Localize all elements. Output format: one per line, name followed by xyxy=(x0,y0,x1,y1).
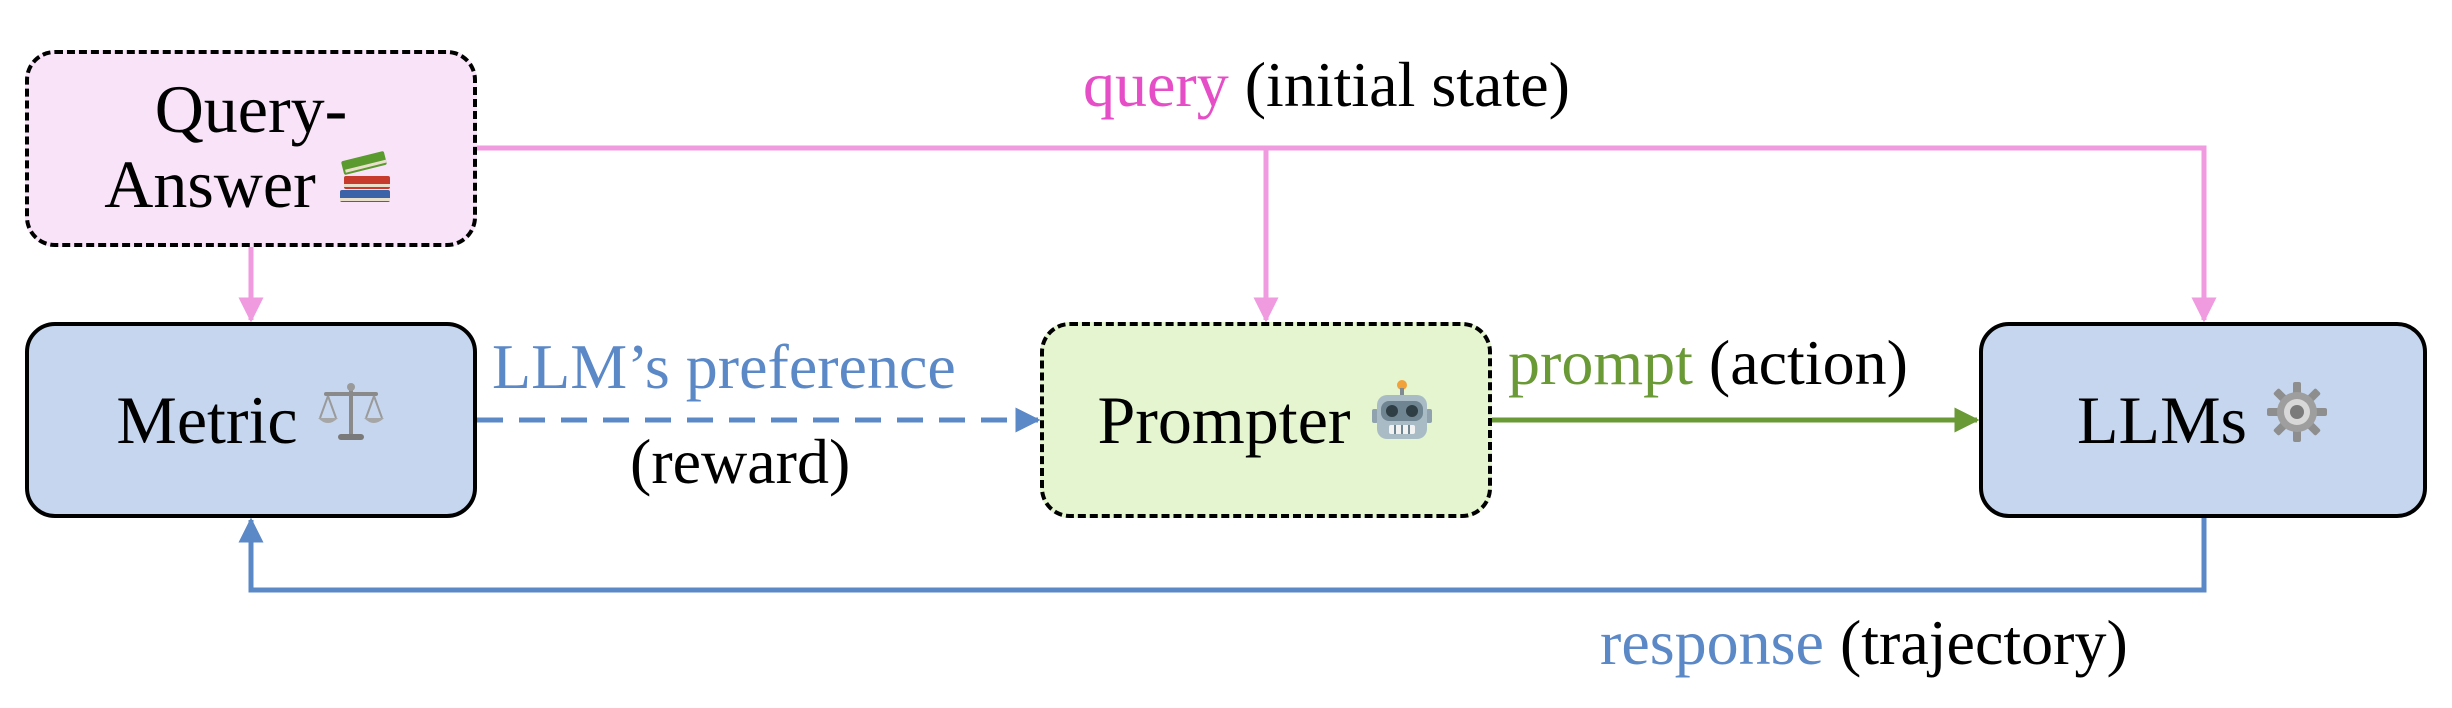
query-answer-label-line1: Query- xyxy=(154,71,348,148)
robot-icon xyxy=(1369,379,1435,462)
prompter-node: Prompter xyxy=(1040,322,1492,518)
books-icon xyxy=(334,146,398,223)
response-label-colored: response xyxy=(1600,607,1824,678)
query-answer-label-line2: Answer xyxy=(104,145,316,222)
query-label-plain: (initial state) xyxy=(1244,49,1570,120)
response-edge-label: response (trajectory) xyxy=(1600,606,2128,680)
query-label-colored: query xyxy=(1083,49,1229,120)
prompt-label-colored: prompt xyxy=(1508,327,1693,398)
prompt-label-plain: (action) xyxy=(1708,327,1908,398)
query-bus-line xyxy=(477,145,2217,323)
balance-scale-icon xyxy=(316,380,386,461)
metric-label: Metric xyxy=(116,381,298,458)
trajectory-arrow xyxy=(238,517,2207,593)
llms-label: LLMs xyxy=(2077,381,2247,458)
query-answer-node: Query- Answer xyxy=(25,50,477,247)
prompter-label: Prompter xyxy=(1097,381,1351,458)
query-edge-label: query (initial state) xyxy=(1083,48,1570,122)
prompt-edge-label: prompt (action) xyxy=(1508,326,1908,400)
response-label-plain: (trajectory) xyxy=(1839,607,2128,678)
gear-icon xyxy=(2265,380,2329,461)
preference-label-plain: (reward) xyxy=(630,426,851,497)
metric-node: Metric xyxy=(25,322,477,518)
llms-node: LLMs xyxy=(1979,322,2427,518)
preference-label-colored: LLM’s preference xyxy=(492,331,956,402)
